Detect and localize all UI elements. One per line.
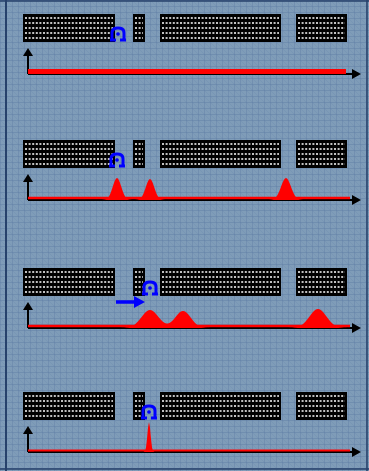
track-ruler	[23, 14, 347, 42]
track-ruler	[23, 392, 347, 420]
marker-dot	[115, 158, 119, 162]
marker-dot	[148, 286, 152, 290]
ruler-gap	[145, 28, 160, 42]
ruler-gap	[281, 154, 296, 168]
ruler-gap	[145, 154, 160, 168]
marker-dot	[116, 32, 120, 36]
ruler-gap	[281, 406, 296, 420]
ruler-gap	[115, 406, 133, 420]
ruler-gap	[115, 282, 133, 296]
track-ruler	[23, 268, 347, 296]
ruler-gap	[281, 28, 296, 42]
signal-flat-bar	[28, 69, 346, 74]
marker-dot	[147, 410, 151, 414]
ruler-gap	[281, 282, 296, 296]
track-ruler	[23, 140, 347, 168]
